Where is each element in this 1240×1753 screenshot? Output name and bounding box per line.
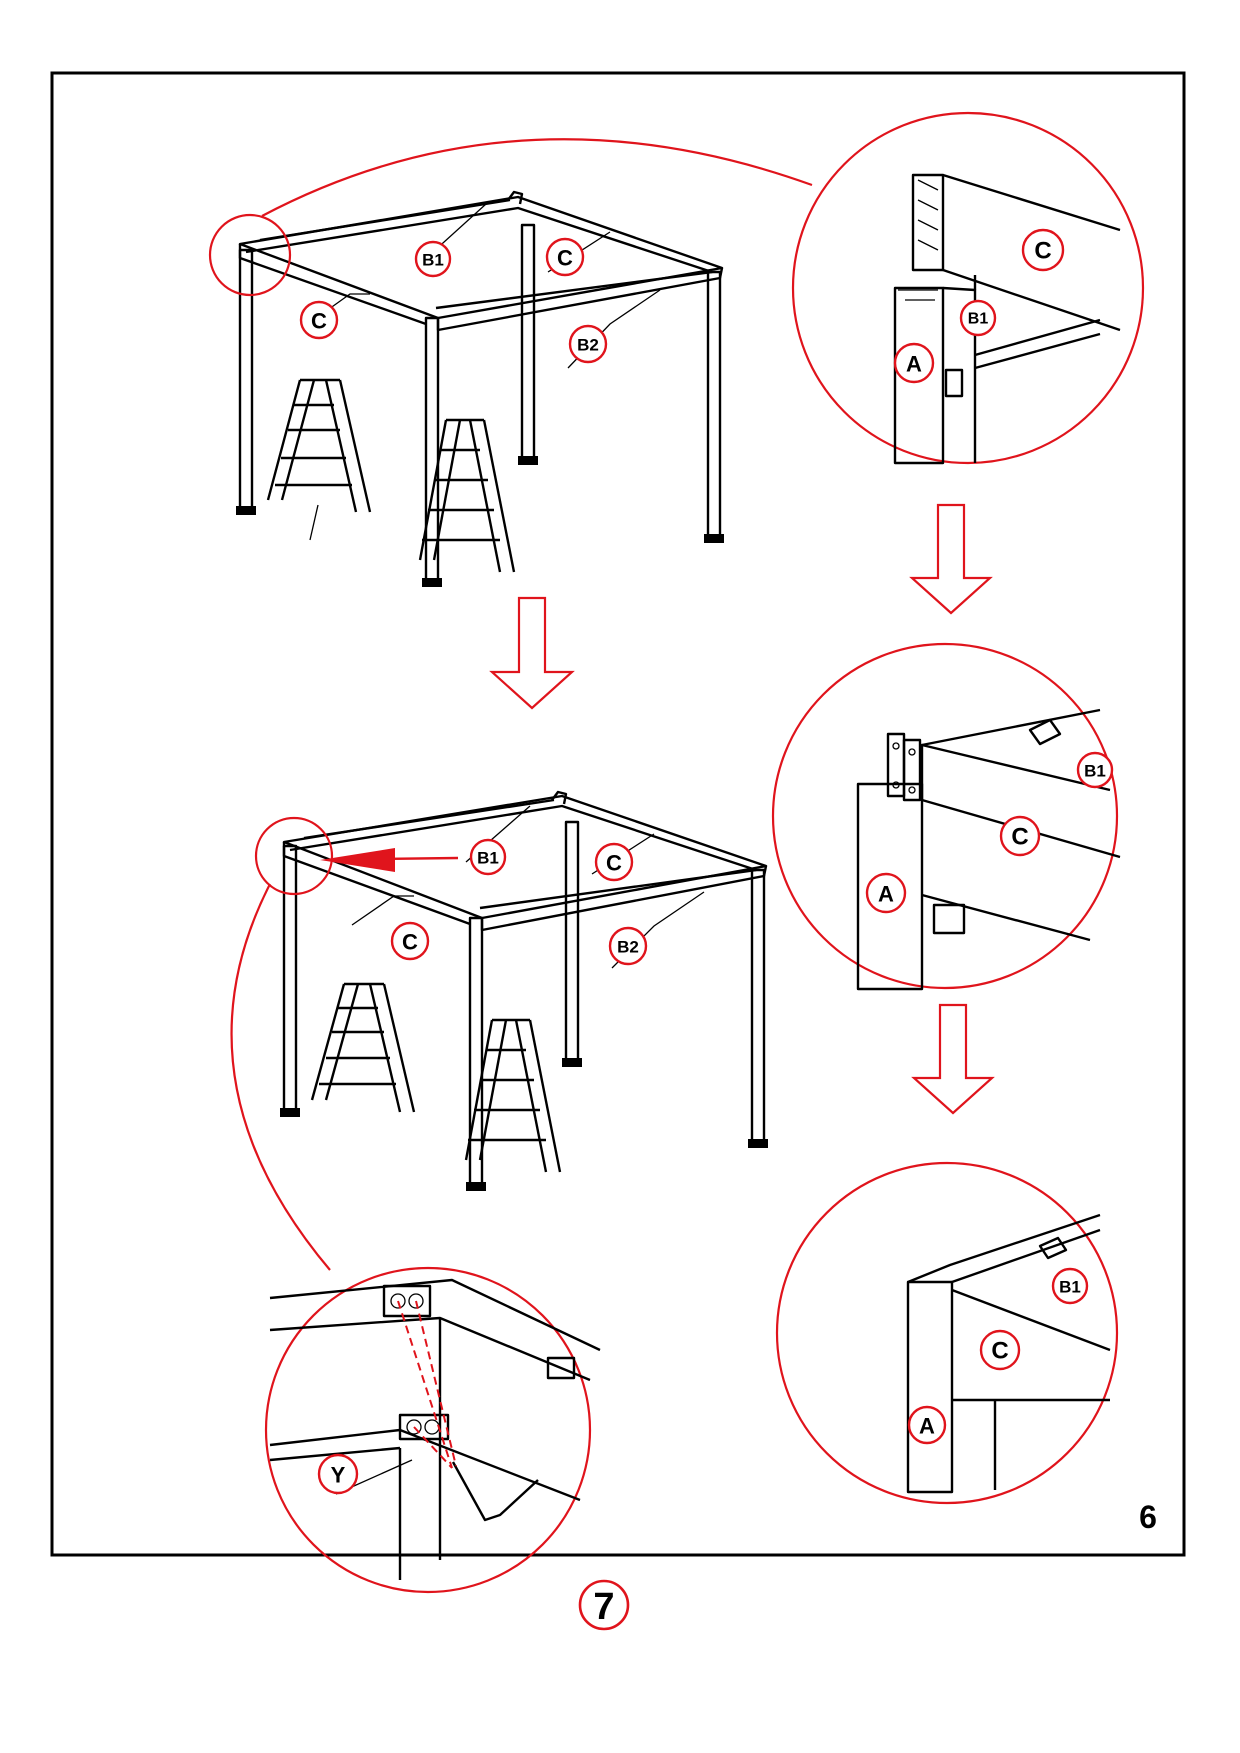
svg-text:B1: B1 [422, 251, 444, 270]
detail-marker-middle [254, 816, 334, 896]
svg-text:C: C [991, 1338, 1008, 1365]
svg-text:C: C [311, 309, 327, 334]
svg-text:C: C [606, 851, 622, 876]
callout-b1-detail-1: B1 [959, 299, 997, 337]
page-number: 6 [1139, 1499, 1157, 1535]
callout-b1-top: B1 [414, 240, 452, 278]
callout-a-detail-2: A [865, 872, 907, 914]
callout-c-middle-right: C [594, 842, 634, 882]
detail-view-4 [775, 1161, 1119, 1505]
detail-view-3 [264, 1266, 601, 1594]
page-border [50, 71, 1186, 1557]
pergola-frame-top [236, 190, 724, 587]
callout-b2-top: B2 [568, 324, 608, 364]
callout-y: Y [317, 1453, 359, 1495]
callout-a-detail-1: A [893, 342, 935, 384]
svg-text:A: A [906, 352, 922, 377]
pergola-frame-middle [280, 790, 768, 1191]
svg-text:B1: B1 [968, 311, 989, 328]
callout-b1-detail-2: B1 [1076, 751, 1114, 789]
callout-c-detail-4: C [979, 1329, 1021, 1371]
arrow-down-right-2 [911, 1003, 995, 1115]
svg-text:A: A [919, 1414, 935, 1439]
callout-b1-middle: B1 [469, 838, 507, 876]
callout-c-middle-left: C [390, 921, 430, 961]
svg-text:B1: B1 [477, 849, 499, 868]
svg-text:C: C [1011, 824, 1028, 851]
svg-text:C: C [402, 930, 418, 955]
svg-text:C: C [1034, 238, 1051, 265]
arrow-down-right-1 [909, 503, 993, 615]
callout-c-top-right: C [545, 237, 585, 277]
arrow-down-left [489, 596, 575, 710]
callout-b1-detail-4: B1 [1051, 1267, 1089, 1305]
step-number: 7 [578, 1579, 630, 1631]
svg-text:B2: B2 [617, 938, 639, 957]
detail-view-1 [791, 111, 1145, 465]
callout-a-detail-4: A [907, 1405, 947, 1445]
svg-text:C: C [557, 246, 573, 271]
svg-text:B1: B1 [1059, 1278, 1081, 1297]
svg-text:B2: B2 [577, 336, 599, 355]
callout-b2-middle: B2 [608, 926, 648, 966]
callout-c-top-left: C [299, 300, 339, 340]
callout-c-detail-2: C [999, 815, 1041, 857]
callout-c-detail-1: C [1021, 228, 1065, 272]
svg-text:B1: B1 [1084, 762, 1106, 781]
detail-view-2 [771, 642, 1121, 991]
detail-marker-top [208, 213, 292, 297]
svg-text:A: A [878, 882, 894, 907]
svg-text:Y: Y [331, 1463, 346, 1488]
svg-text:7: 7 [593, 1586, 614, 1628]
